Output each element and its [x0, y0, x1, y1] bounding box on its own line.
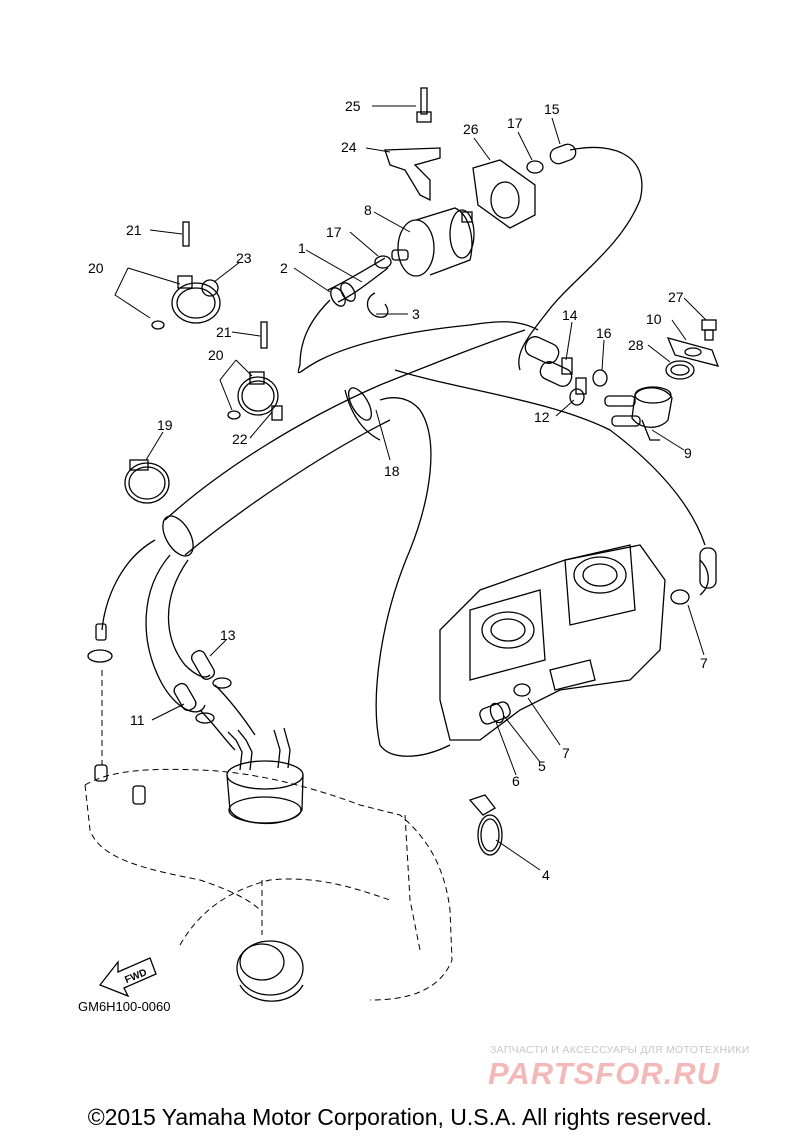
callout-7-lower: 7 — [562, 745, 570, 761]
watermark-logo: PARTSFOR.RU — [488, 1056, 721, 1091]
upper-clamp-assembly — [151, 221, 221, 330]
part-13-hose — [190, 650, 216, 680]
callout-22: 22 — [232, 431, 248, 447]
callout-19: 19 — [157, 417, 173, 433]
lower-clamp-assembly — [227, 321, 283, 421]
part-11-hose — [173, 682, 197, 712]
callout-15: 15 — [544, 101, 560, 117]
leader-lines — [114, 105, 707, 871]
part-1-2-hose — [327, 257, 389, 307]
fuel-pickup-unit — [226, 727, 304, 825]
callout-4: 4 — [542, 867, 550, 883]
forward-arrow-icon: FWD — [98, 957, 157, 998]
callout-labels: 25 15 17 26 24 8 17 1 2 3 21 20 23 21 20… — [88, 98, 708, 883]
callout-3: 3 — [412, 306, 420, 322]
callout-24: 24 — [341, 139, 357, 155]
callout-1: 1 — [298, 240, 306, 256]
callout-7-upper: 7 — [700, 655, 708, 671]
part-4-clamp — [468, 794, 503, 856]
part-17-clip-upper — [526, 160, 544, 174]
main-breather-hose — [162, 329, 526, 757]
callout-17-mid: 17 — [326, 224, 342, 240]
part-7-clip-upper — [670, 547, 717, 605]
callout-13: 13 — [220, 627, 236, 643]
callout-20-lower: 20 — [208, 347, 224, 363]
callout-14: 14 — [562, 307, 578, 323]
part-16-clip — [592, 369, 608, 387]
part-7-clip-lower — [513, 683, 531, 697]
copyright-notice: ©2015 Yamaha Motor Corporation, U.S.A. A… — [87, 1104, 713, 1130]
part-25-bolt — [416, 87, 432, 123]
tank-vent-cap — [94, 764, 146, 805]
part-24-bracket — [384, 147, 441, 202]
part-10-cover — [666, 337, 720, 367]
callout-8: 8 — [364, 202, 372, 218]
part-28-seal — [665, 360, 695, 380]
callout-23: 23 — [236, 250, 252, 266]
part-5-6-hose — [489, 702, 505, 724]
part-15-hose — [549, 143, 577, 165]
callout-16: 16 — [596, 325, 612, 341]
callout-18: 18 — [384, 463, 400, 479]
part-19-clamp — [124, 459, 170, 504]
part-14-fittings — [524, 336, 587, 395]
part-3-clip — [366, 292, 389, 318]
callout-9: 9 — [684, 445, 692, 461]
callout-10: 10 — [646, 311, 662, 327]
diagram-code: GM6H100-0060 — [78, 999, 171, 1014]
callout-20-upper: 20 — [88, 260, 104, 276]
part-26-holder — [472, 159, 536, 229]
callout-25: 25 — [345, 98, 361, 114]
callout-2: 2 — [280, 260, 288, 276]
part-9-valve — [604, 386, 673, 441]
part-17-clip-mid — [374, 255, 392, 269]
fuel-return-hose — [297, 146, 706, 546]
watermark-tagline: ЗАПЧАСТИ И АКСЕССУАРЫ ДЛЯ МОТОТЕХНИКИ — [490, 1044, 750, 1056]
callout-11: 11 — [130, 712, 145, 728]
callout-28: 28 — [628, 337, 644, 353]
throttle-body-assembly — [439, 544, 666, 741]
callout-26: 26 — [463, 121, 479, 137]
callout-27: 27 — [668, 289, 684, 305]
callout-21-upper: 21 — [126, 222, 142, 238]
part-12-clip — [569, 388, 585, 406]
fuel-tank — [84, 768, 453, 1001]
part-8-fuel-filter — [391, 207, 475, 277]
callout-6: 6 — [512, 773, 520, 789]
hose-clips-lower — [87, 623, 232, 724]
callout-12: 12 — [534, 409, 550, 425]
callout-17-upper: 17 — [507, 115, 523, 131]
part-27-screw — [701, 319, 717, 341]
filler-neck — [236, 940, 304, 1002]
callout-21-lower: 21 — [216, 324, 232, 340]
pickup-hoses — [101, 539, 256, 765]
callout-5: 5 — [538, 758, 546, 774]
